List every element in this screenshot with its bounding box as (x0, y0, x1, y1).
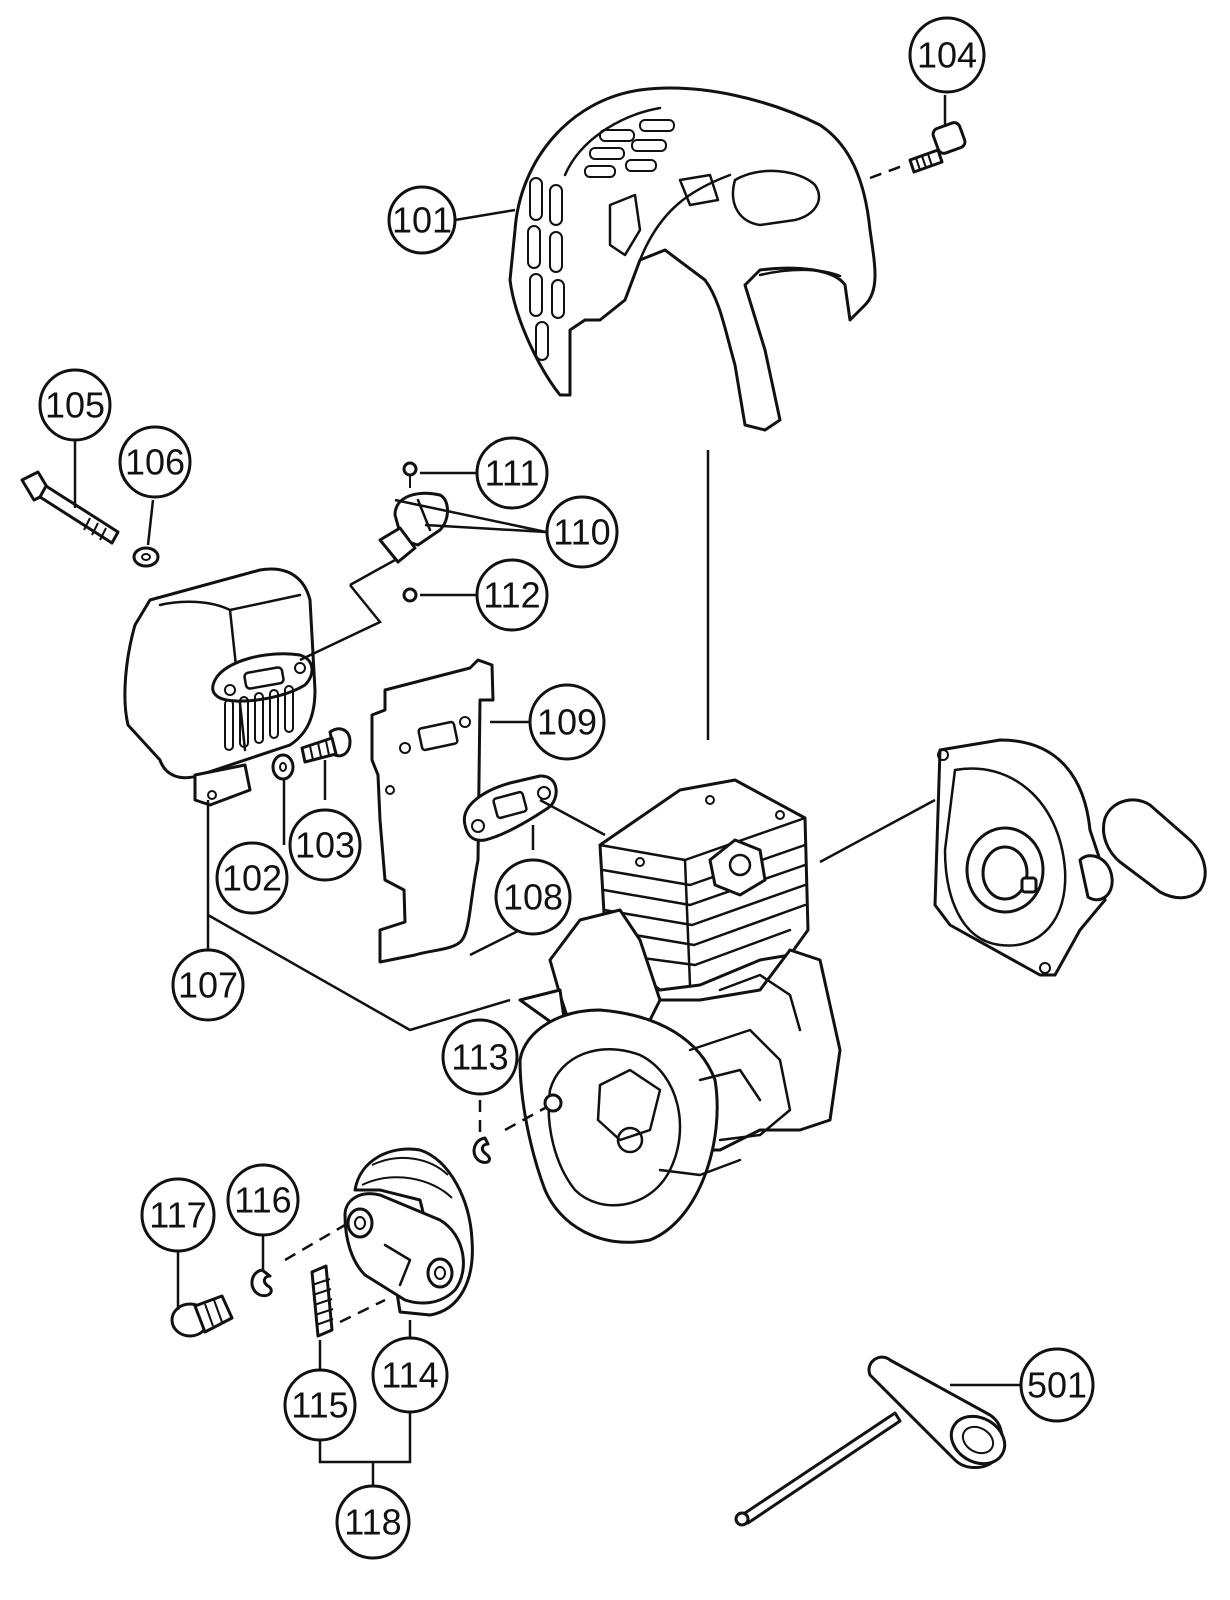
callout-110-label: 110 (553, 512, 610, 553)
callout-104-label: 104 (917, 35, 977, 76)
callout-104: 104 (908, 16, 986, 94)
circlip-116-part (250, 1268, 273, 1298)
callout-105-label: 105 (45, 385, 105, 426)
callout-106-label: 106 (125, 442, 185, 483)
bolt-103-part (300, 727, 352, 764)
callout-114: 114 (371, 1336, 449, 1414)
leader-lines (73, 95, 1022, 1488)
spark-plug-wrench-part (734, 1355, 1007, 1527)
callout-110: 110 (545, 495, 619, 569)
callout-118-label: 118 (344, 1502, 401, 1543)
callout-107-label: 107 (178, 965, 238, 1006)
callout-112: 112 (475, 558, 549, 632)
muffler-bolt-part (20, 470, 120, 545)
callout-113-label: 113 (451, 1037, 508, 1078)
clutch-assembly-part (343, 1147, 474, 1317)
callout-114-label: 114 (381, 1355, 438, 1396)
clutch-spring-part (310, 1264, 334, 1338)
cover-screw-part (908, 121, 967, 174)
callout-105: 105 (38, 368, 112, 442)
circlip-113-part (472, 1136, 491, 1164)
callout-103-label: 103 (295, 825, 355, 866)
callout-501-label: 501 (1027, 1365, 1087, 1406)
callout-501: 501 (1019, 1347, 1095, 1423)
callout-115: 115 (283, 1368, 357, 1442)
callout-113: 113 (441, 1018, 519, 1096)
muffler-cooling-slots (224, 685, 294, 751)
callout-109: 109 (528, 683, 606, 761)
recoil-starter-part (933, 738, 1207, 977)
callout-108-label: 108 (503, 877, 563, 918)
heat-shield-gasket-part (370, 658, 495, 964)
bolt-117-part (170, 1294, 234, 1338)
callout-112-label: 112 (483, 575, 540, 616)
callout-107: 107 (171, 948, 245, 1022)
engine-cover-part (508, 86, 877, 432)
callout-102: 102 (215, 841, 289, 915)
callout-117-label: 117 (149, 1195, 206, 1236)
callout-116: 116 (226, 1163, 300, 1237)
callout-108: 108 (494, 858, 572, 936)
washer-102-part (271, 753, 295, 781)
callout-115-label: 115 (291, 1385, 348, 1426)
spark-plug-cap-part (299, 461, 449, 662)
engine-block-part (518, 778, 842, 1244)
callout-117: 117 (140, 1177, 216, 1253)
callout-106: 106 (118, 425, 192, 499)
callout-111: 111 (475, 436, 549, 510)
cylinder-gasket-part (462, 774, 558, 842)
callout-118: 118 (335, 1484, 411, 1560)
callout-102-label: 102 (222, 858, 282, 899)
cover-vent-slots (527, 119, 675, 361)
callout-103: 103 (288, 808, 362, 882)
callout-101: 101 (387, 185, 457, 255)
muffler-part (123, 567, 317, 807)
callout-116-label: 116 (234, 1180, 291, 1221)
washer-106-part (132, 546, 160, 568)
callout-111-label: 111 (485, 453, 540, 494)
cylinder-cooling-fins (601, 843, 807, 967)
callout-101-label: 101 (392, 200, 452, 241)
callout-109-label: 109 (537, 702, 597, 743)
